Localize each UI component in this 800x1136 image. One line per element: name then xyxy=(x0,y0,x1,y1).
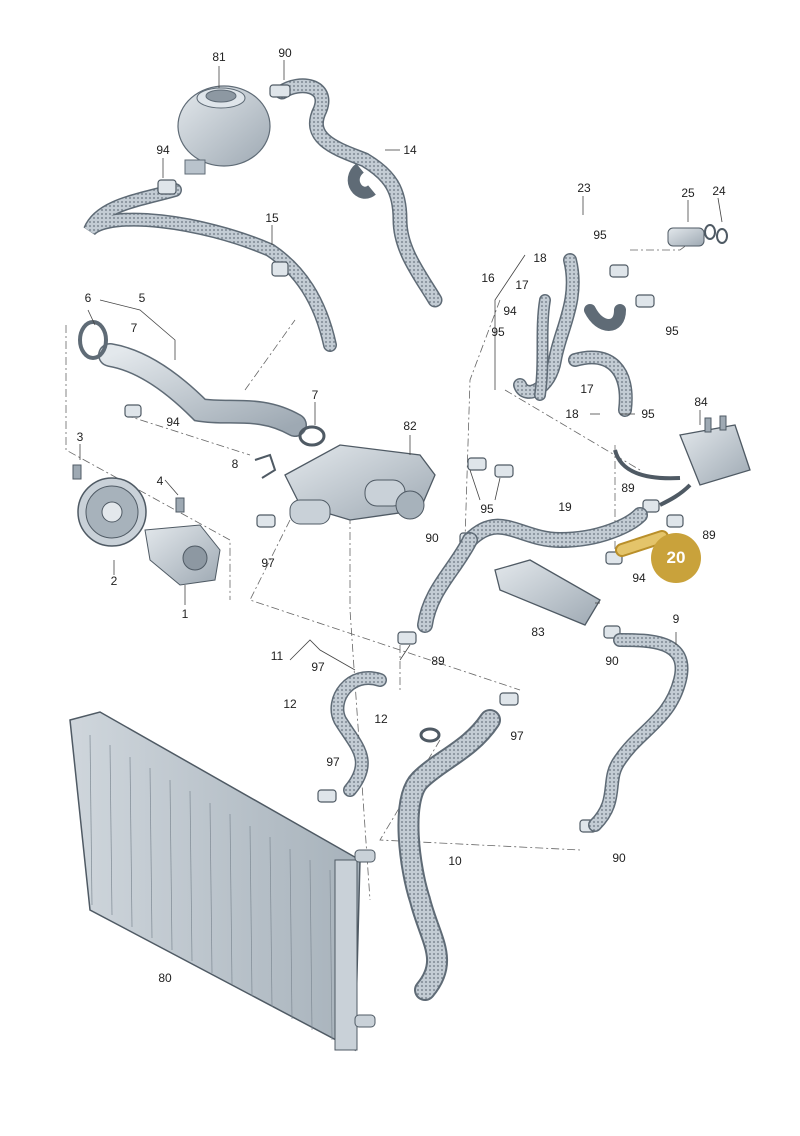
callout-11: 11 xyxy=(270,649,284,663)
expansion-tank xyxy=(177,85,271,175)
callout-95: 95 xyxy=(480,502,494,516)
callout-15: 15 xyxy=(265,211,279,225)
callout-17: 17 xyxy=(580,382,594,396)
callout-94: 94 xyxy=(632,571,646,585)
callout-12: 12 xyxy=(374,712,388,726)
callout-81: 81 xyxy=(212,50,226,64)
callout-10: 10 xyxy=(448,854,462,868)
callout-95: 95 xyxy=(593,228,607,242)
callout-7: 7 xyxy=(130,321,138,335)
callout-5: 5 xyxy=(138,291,146,305)
callout-90: 90 xyxy=(425,531,439,545)
callout-97: 97 xyxy=(510,729,524,743)
callout-94: 94 xyxy=(503,304,517,318)
callout-8: 8 xyxy=(231,457,239,471)
connector-25 xyxy=(667,224,728,247)
callout-18: 18 xyxy=(533,251,547,265)
water-pump xyxy=(72,464,221,586)
callout-84: 84 xyxy=(694,395,708,409)
clamp-icons xyxy=(124,84,684,833)
callout-9: 9 xyxy=(672,612,680,626)
callout-24: 24 xyxy=(712,184,726,198)
hose-group-16 xyxy=(513,253,633,417)
callout-97: 97 xyxy=(261,556,275,570)
callout-18: 18 xyxy=(565,407,579,421)
callout-4: 4 xyxy=(156,474,164,488)
coolant-pipe-5 xyxy=(78,320,307,437)
callout-80: 80 xyxy=(158,971,172,985)
callout-14: 14 xyxy=(403,143,417,157)
callout-16: 16 xyxy=(481,271,495,285)
callout-97: 97 xyxy=(311,660,325,674)
callout-12: 12 xyxy=(283,697,297,711)
callout-83: 83 xyxy=(531,625,545,639)
callout-94: 94 xyxy=(156,143,170,157)
callout-94: 94 xyxy=(166,415,180,429)
callout-1: 1 xyxy=(181,607,189,621)
callout-95: 95 xyxy=(665,324,679,338)
callout-6: 6 xyxy=(84,291,92,305)
callout-7: 7 xyxy=(311,388,319,402)
callout-82: 82 xyxy=(403,419,417,433)
thermostat-housing xyxy=(254,425,436,525)
highlight-badge[interactable]: 20 xyxy=(651,533,701,583)
module-83 xyxy=(494,559,601,626)
callout-90: 90 xyxy=(605,654,619,668)
callout-95: 95 xyxy=(491,325,505,339)
callout-90: 90 xyxy=(278,46,292,60)
callout-3: 3 xyxy=(76,430,84,444)
heater-unit xyxy=(613,415,751,507)
callout-95: 95 xyxy=(641,407,655,421)
callout-23: 23 xyxy=(577,181,591,195)
callout-89: 89 xyxy=(431,654,445,668)
callout-17: 17 xyxy=(515,278,529,292)
callout-2: 2 xyxy=(110,574,118,588)
callout-97: 97 xyxy=(326,755,340,769)
callout-90: 90 xyxy=(612,851,626,865)
callout-89: 89 xyxy=(621,481,635,495)
callout-19: 19 xyxy=(558,500,572,514)
leader-lines xyxy=(79,60,723,671)
callout-25: 25 xyxy=(681,186,695,200)
callout-89: 89 xyxy=(702,528,716,542)
radiator xyxy=(69,711,376,1052)
